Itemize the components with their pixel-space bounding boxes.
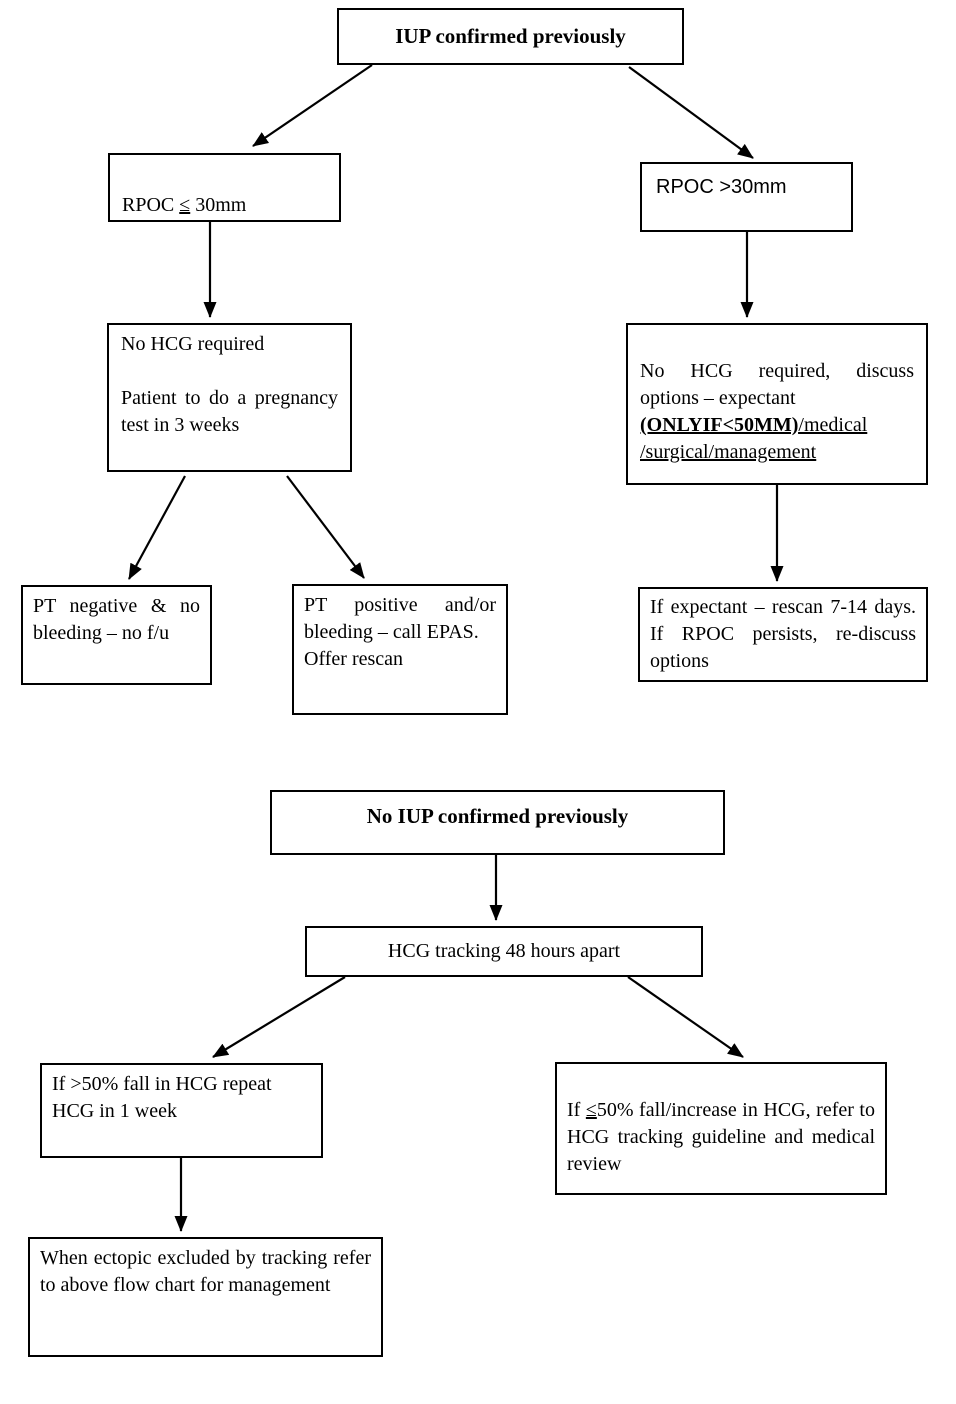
arrow-iup-to-rpoc-small: [252, 64, 373, 147]
node-pt-negative-no-followup: PT negative & no bleeding – no f/u: [21, 585, 212, 685]
node-pt-positive-call-epas: PT positive and/or bleeding – call EPAS.…: [292, 584, 508, 715]
node-ectopic-excluded: When ectopic excluded by tracking refer …: [28, 1237, 383, 1357]
only-if-50mm-emphasis: (ONLYIF<50MM): [640, 414, 799, 436]
arrow-no-hcg-to-pt-positive: [286, 475, 365, 579]
node-iup-confirmed-title: IUP confirmed previously: [337, 8, 684, 65]
node-no-iup-confirmed-title: No IUP confirmed previously: [270, 790, 725, 855]
node-hcg-tracking: HCG tracking 48 hours apart: [305, 926, 703, 977]
arrow-tracking-to-fall-gt50: [212, 976, 346, 1058]
less-than-equal-symbol: ≤: [585, 1099, 597, 1121]
arrow-iup-to-rpoc-large: [628, 66, 754, 159]
arrow-no-hcg-to-pt-negative: [128, 475, 186, 580]
node-no-hcg-pregnancy-test: No HCG required Patient to do a pregnanc…: [107, 323, 352, 472]
medical-surgical-management-text: /medical /surgical/management: [640, 414, 868, 463]
node-rpoc-gt-30mm: RPOC >30mm: [640, 162, 853, 232]
rpoc-lte-suffix: 30mm: [190, 194, 247, 216]
less-than-equal-symbol: ≤: [179, 194, 191, 216]
node-fall-lte-50: If ≤50% fall/increase in HCG, refer to H…: [555, 1062, 887, 1195]
node-fall-gt-50: If >50% fall in HCG repeat HCG in 1 week: [40, 1063, 323, 1158]
node-rpoc-lte-30mm: RPOC ≤ 30mm: [108, 153, 341, 222]
fall-lte-prefix: If: [567, 1099, 586, 1121]
fall-lte-suffix: 50% fall/increase in HCG, refer to HCG t…: [567, 1099, 875, 1175]
discuss-options-text: No HCG required, discuss options – expec…: [640, 360, 914, 409]
node-no-hcg-discuss-options: No HCG required, discuss options – expec…: [626, 323, 928, 485]
node-expectant-rescan: If expectant – rescan 7-14 days. If RPOC…: [638, 587, 928, 682]
rpoc-lte-prefix: RPOC: [122, 194, 180, 216]
arrow-tracking-to-fall-le50: [627, 976, 744, 1058]
